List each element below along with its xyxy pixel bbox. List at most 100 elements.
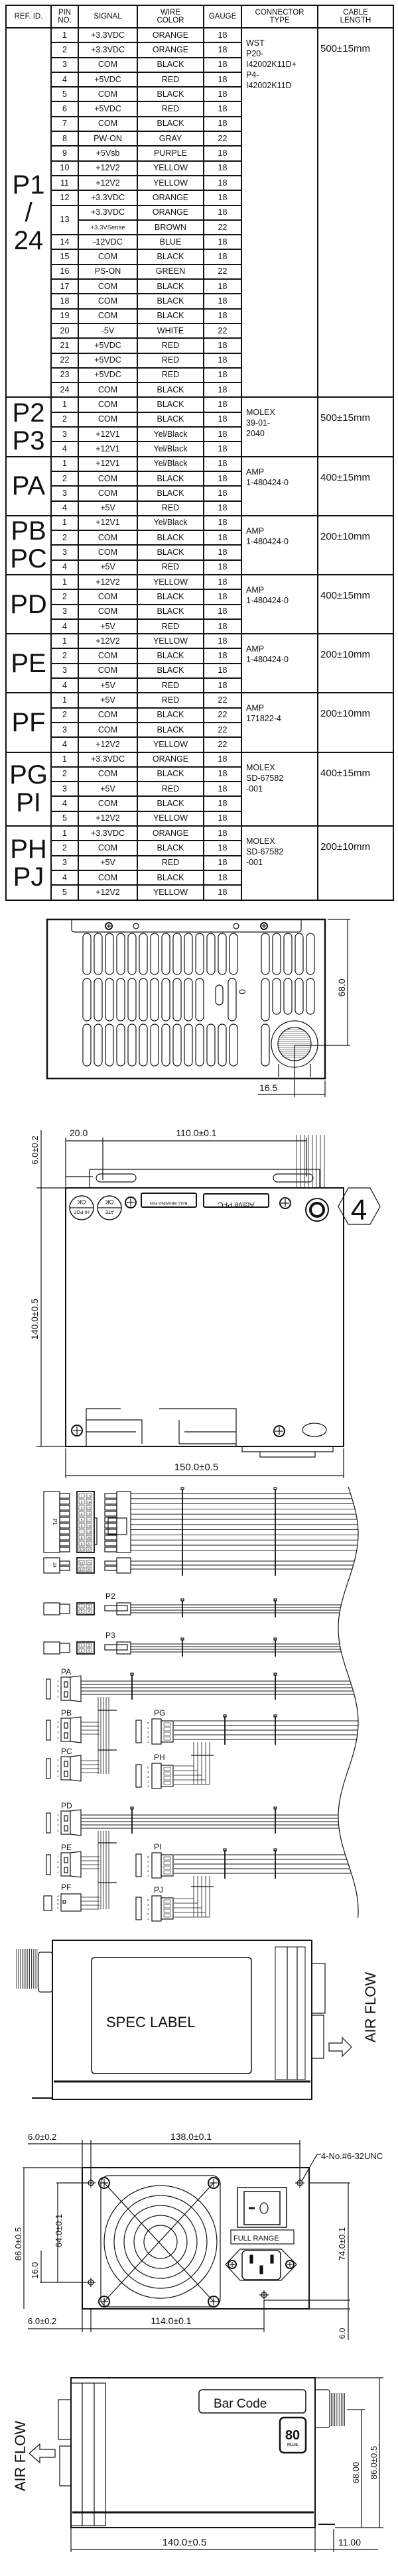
pin-number-cell: 15 [50, 249, 79, 265]
spec-label-box [91, 1957, 252, 2074]
pin-number: 3 [57, 1690, 59, 1693]
pin-number-cell: 3 [50, 485, 79, 502]
pin-cell [78, 1541, 85, 1547]
latch [94, 1517, 98, 1545]
pin-number: 4 [147, 1903, 149, 1906]
connector-type-line: I42002K11D+ [246, 60, 297, 69]
gauge-cell: 18 [203, 337, 242, 354]
p24-housing [43, 1557, 60, 1574]
pin-number: 1 [147, 1740, 149, 1743]
wire-color-cell: YELLOW [137, 160, 204, 176]
gauge-cell: 18 [203, 204, 242, 221]
signal-cell: +5VDC [78, 367, 138, 384]
contact [163, 1904, 171, 1908]
gauge-cell: 18 [203, 411, 242, 428]
screw-icon [98, 2296, 110, 2308]
gauge-cell: 18 [203, 840, 242, 856]
connector-shroud [70, 1675, 82, 1702]
wire-color-cell: RED [137, 337, 204, 354]
wire-color-cell: RED [137, 71, 204, 88]
cable-length-cell: 500±15mm [317, 396, 394, 457]
fan-grille-ring [113, 2195, 208, 2289]
signal-cell: +5V [78, 559, 138, 575]
connector-body [151, 1895, 162, 1922]
pin-number: 10 [80, 1549, 84, 1552]
connector-type-line: -001 [246, 784, 263, 793]
cable-tie-head [273, 1637, 277, 1641]
pin-cell [86, 1643, 92, 1648]
gauge-cell: 18 [203, 42, 242, 58]
wire-color-cell: BLACK [137, 766, 204, 783]
pin-number-cell: 13 [50, 204, 79, 236]
bar-code-box [198, 2389, 306, 2414]
connector-body [60, 1810, 71, 1835]
gauge-cell: 18 [203, 278, 242, 295]
ref-id-label: PH [10, 834, 47, 864]
wire-color-cell: BLACK [137, 485, 204, 502]
pin-number-cell: 5 [50, 884, 79, 901]
vent-slot [94, 1024, 103, 1067]
cable-grommet [38, 1952, 53, 1993]
pin-cell [78, 1511, 85, 1517]
signal-cell: COM [78, 603, 138, 620]
gauge-cell: 18 [203, 101, 242, 117]
pin-number-cell: 2 [50, 42, 79, 58]
pin-number: 2 [57, 1726, 59, 1729]
header-text: PIN [58, 9, 72, 17]
ref-id-label: PJ [13, 862, 44, 892]
cable-length-cell: 200±10mm [317, 825, 394, 901]
wire-color-cell: BLACK [137, 56, 204, 73]
wire-color-cell: ORANGE [137, 27, 204, 44]
hex-number: 4 [351, 1194, 367, 1226]
contact [64, 1732, 68, 1739]
signal-cell: +12V1 [78, 514, 138, 532]
pc-label: PC [61, 1747, 72, 1756]
dim-138-label: 138.0±0.1 [170, 2131, 212, 2142]
connector-latch-block [161, 1720, 174, 1743]
contact [163, 1736, 171, 1741]
wire-color-cell: BLACK [137, 530, 204, 546]
pin-number-cell: 1 [50, 514, 79, 532]
gauge-cell: 18 [203, 559, 242, 575]
pin-cell [86, 1535, 92, 1541]
fan-label-text: BALL BEARING FAN [150, 1200, 187, 1204]
gauge-cell: 18 [203, 766, 242, 783]
pin-number: 1 [81, 1495, 83, 1499]
signal-cell: COM [78, 707, 138, 723]
screw-icon [105, 922, 113, 930]
pin-number-cell: 17 [50, 278, 79, 295]
pin-number: 2 [147, 1912, 149, 1916]
latch [59, 1499, 70, 1505]
vent-slot [172, 933, 182, 975]
signal-cell: COM [78, 766, 138, 783]
screw-note: 4-No.#6-32UNC [321, 2151, 383, 2161]
pin-grid [76, 1602, 95, 1615]
vent-slot [184, 978, 193, 1022]
pin-number: 6 [81, 1525, 83, 1529]
connector-face [46, 1854, 51, 1875]
connector-type-line: MOLEX [246, 762, 275, 772]
latch [104, 1566, 117, 1571]
pin-number: 16 [87, 1513, 91, 1517]
connector-type-line: AMP [246, 526, 265, 536]
pin-number: 2 [147, 1780, 149, 1783]
gauge-cell: 18 [203, 810, 242, 827]
ref-id-label: PB [11, 516, 46, 546]
pin-number: 2 [147, 1869, 149, 1873]
cable-tie-head [130, 1806, 134, 1810]
pin-cell [78, 1499, 85, 1505]
signal-cell: COM [78, 869, 138, 886]
pin-number: 3 [147, 1908, 149, 1911]
pin-number: 1 [57, 1906, 59, 1910]
wire-color-cell: BLACK [137, 278, 204, 295]
pin-number: 23 [87, 1562, 91, 1566]
